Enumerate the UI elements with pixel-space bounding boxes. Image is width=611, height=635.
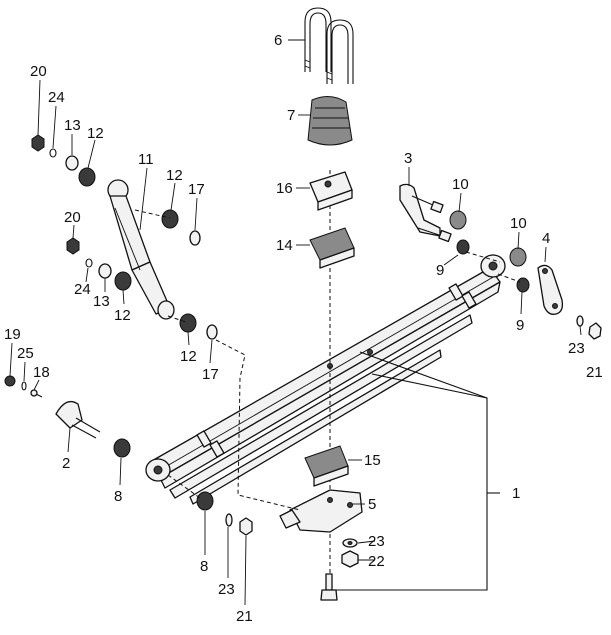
center-bolt xyxy=(320,573,338,601)
leaf-spring xyxy=(145,254,506,505)
callout-13: 13 xyxy=(93,293,110,310)
callout-9: 9 xyxy=(436,262,444,279)
washer xyxy=(189,230,201,246)
callout-24: 24 xyxy=(74,281,91,298)
shock-absorber xyxy=(107,179,175,320)
rubber-bushing xyxy=(78,167,197,333)
callout-23: 23 xyxy=(218,581,235,598)
callout-8: 8 xyxy=(114,488,122,505)
callout-12: 12 xyxy=(166,167,183,184)
callout-24: 24 xyxy=(48,89,65,106)
callout-10: 10 xyxy=(452,176,469,193)
washer xyxy=(98,263,112,279)
callout-23: 23 xyxy=(568,340,585,357)
callout-15: 15 xyxy=(364,452,381,469)
nut xyxy=(239,517,253,536)
callout-20: 20 xyxy=(64,209,81,226)
callout-20: 20 xyxy=(30,63,47,80)
nut xyxy=(588,322,602,340)
spring-seat xyxy=(309,171,353,211)
washer xyxy=(225,513,233,527)
callout-14: 14 xyxy=(276,237,293,254)
callout-21: 21 xyxy=(586,364,603,381)
spring-pin xyxy=(55,400,101,439)
callout-6: 6 xyxy=(274,32,282,49)
callout-labels: 20 24 13 12 11 12 17 20 24 13 12 12 17 6… xyxy=(4,32,603,625)
callout-17: 17 xyxy=(202,366,219,383)
nut xyxy=(66,237,80,255)
washer xyxy=(206,324,218,340)
bushing xyxy=(196,491,214,511)
nut xyxy=(341,550,359,568)
washer xyxy=(576,315,584,327)
bump-stopper xyxy=(307,96,353,146)
callout-13: 13 xyxy=(64,117,81,134)
callout-17: 17 xyxy=(188,181,205,198)
callout-19: 19 xyxy=(4,326,21,343)
callout-12: 12 xyxy=(180,348,197,365)
callout-16: 16 xyxy=(276,180,293,197)
callout-25: 25 xyxy=(17,345,34,362)
callout-12: 12 xyxy=(114,307,131,324)
callout-3: 3 xyxy=(404,150,412,167)
bushing xyxy=(449,210,530,293)
u-bolt xyxy=(304,7,354,84)
shackle-plate xyxy=(537,264,564,315)
leader-lines xyxy=(9,39,582,606)
shackle-bolt-plate xyxy=(399,183,452,243)
callout-21: 21 xyxy=(236,608,253,625)
callout-1: 1 xyxy=(512,485,520,502)
callout-8: 8 xyxy=(200,558,208,575)
callout-7: 7 xyxy=(287,107,295,124)
lower-pad xyxy=(304,445,349,487)
washer xyxy=(65,155,79,171)
callout-12: 12 xyxy=(87,125,104,142)
callout-22: 22 xyxy=(368,553,385,570)
callout-5: 5 xyxy=(368,496,376,513)
bushing xyxy=(113,438,131,458)
callout-11: 11 xyxy=(138,151,154,168)
callout-2: 2 xyxy=(62,455,70,472)
callout-10: 10 xyxy=(510,215,527,232)
callout-18: 18 xyxy=(33,364,50,381)
callout-23: 23 xyxy=(368,533,385,550)
callout-9: 9 xyxy=(516,317,524,334)
spring-plate xyxy=(279,489,363,533)
nut xyxy=(31,134,45,152)
spring-pad xyxy=(309,227,355,269)
callout-4: 4 xyxy=(542,230,550,247)
